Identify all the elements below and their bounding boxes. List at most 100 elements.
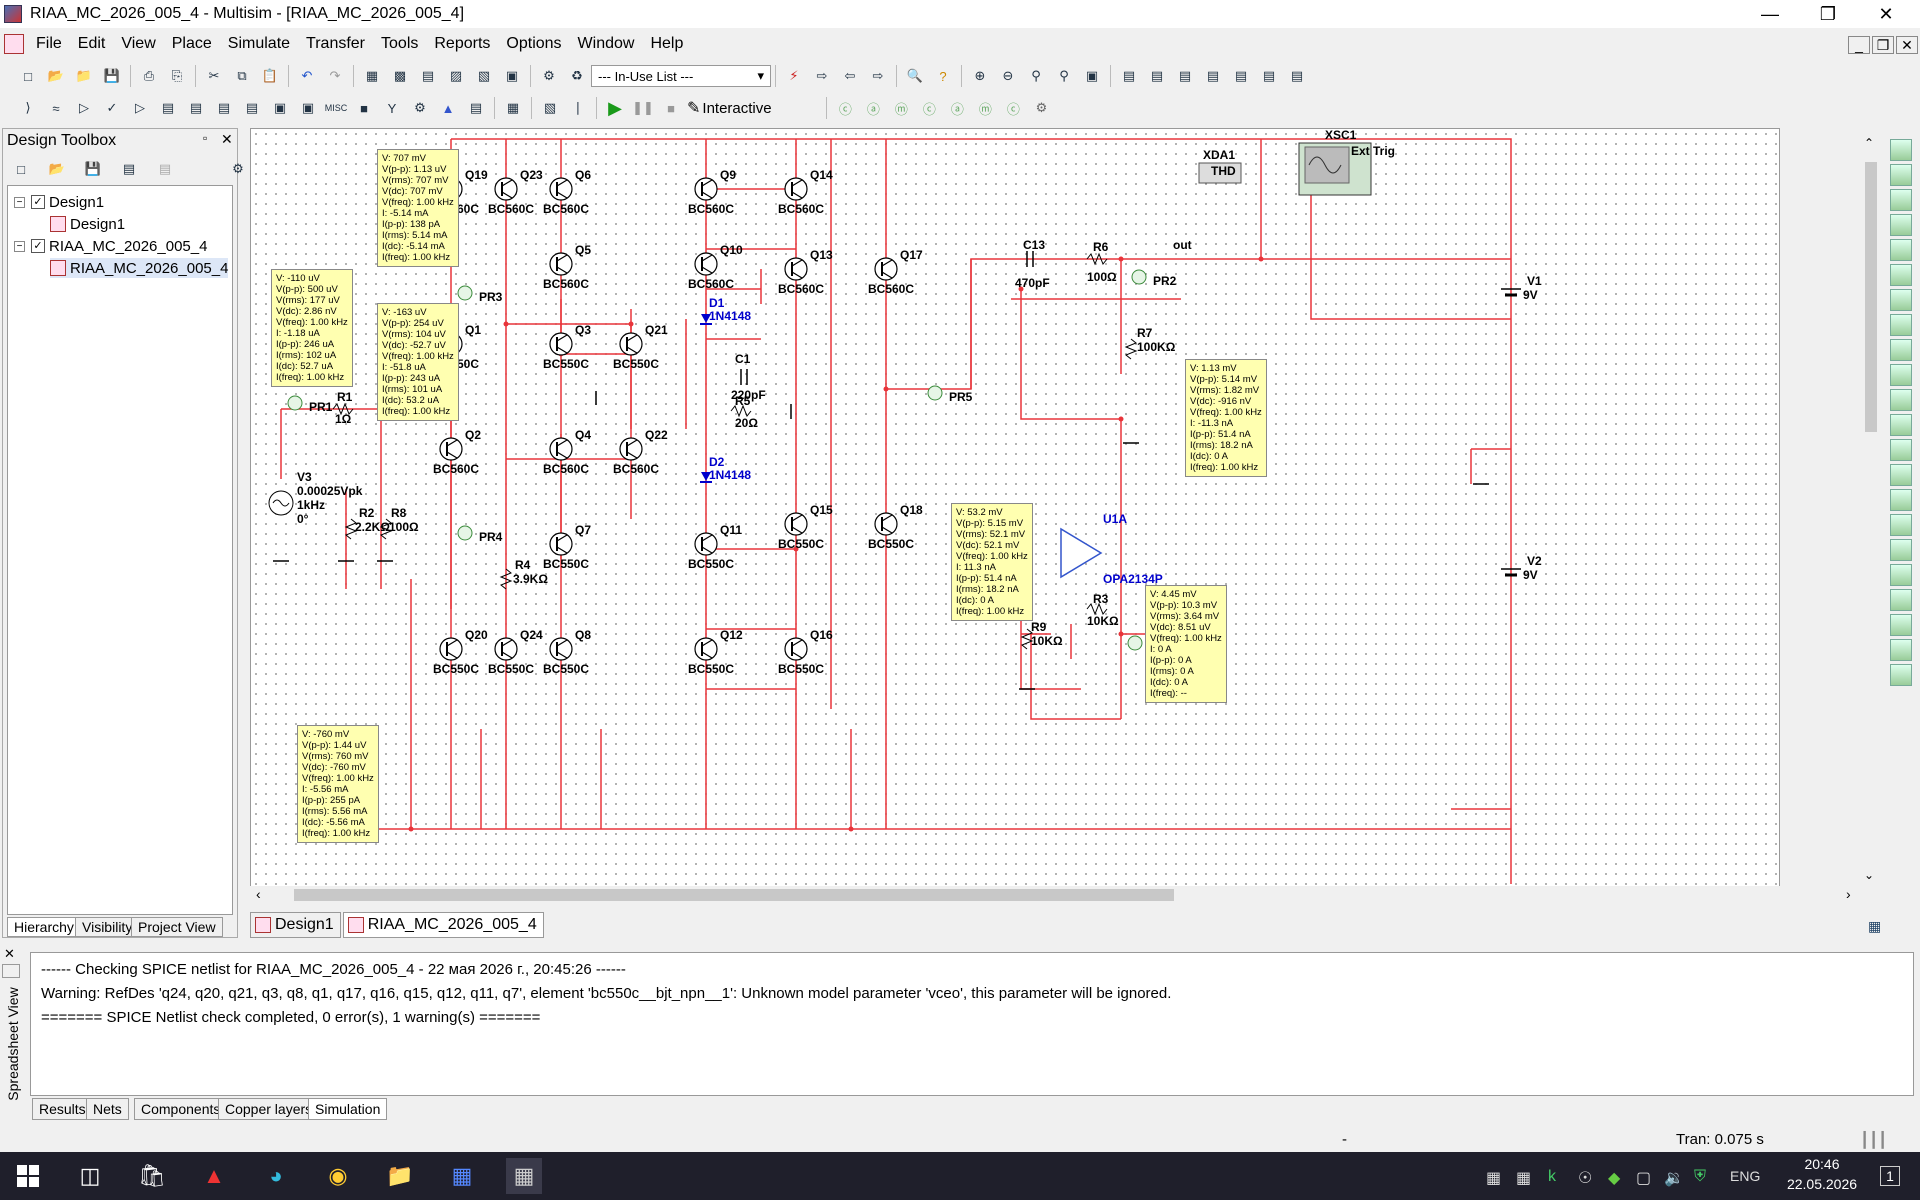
- scroll-right-icon[interactable]: ›: [1846, 886, 1851, 902]
- toolbox-close-icon[interactable]: ✕: [221, 131, 233, 147]
- bus-icon[interactable]: ▧: [543, 100, 557, 115]
- labview-icon[interactable]: [1890, 589, 1912, 611]
- menu-help[interactable]: Help: [650, 35, 684, 52]
- spreadsheet-pin-icon[interactable]: [2, 964, 20, 978]
- wattmeter-icon[interactable]: [1890, 189, 1912, 211]
- frequency-counter-icon[interactable]: ▤: [1262, 68, 1276, 83]
- tab-hierarchy[interactable]: Hierarchy: [7, 917, 81, 937]
- copy-icon[interactable]: ⧉: [237, 68, 247, 83]
- volume-icon[interactable]: 🔉: [1664, 1170, 1684, 1187]
- word-generator-icon[interactable]: ▤: [1290, 68, 1304, 83]
- save-design-icon[interactable]: 💾: [84, 161, 102, 176]
- agilent-fg-icon[interactable]: [1890, 489, 1912, 511]
- collapse-icon[interactable]: −: [14, 196, 25, 208]
- scroll-left-icon[interactable]: ‹: [256, 886, 261, 902]
- stop-icon[interactable]: ■: [667, 100, 675, 116]
- in-use-list-select[interactable]: --- In-Use List ---▾: [591, 65, 771, 87]
- tray-icon-1[interactable]: ▦: [1486, 1170, 1502, 1187]
- frequency-counter-icon[interactable]: [1890, 289, 1912, 311]
- spectrum-analyzer-icon[interactable]: [1890, 439, 1912, 461]
- function-gen-icon[interactable]: ▤: [1150, 68, 1164, 83]
- close-button[interactable]: ✕: [1878, 3, 1894, 24]
- bode-plotter-icon[interactable]: [1890, 264, 1912, 286]
- tab-components[interactable]: Components: [134, 1098, 228, 1120]
- erc-icon[interactable]: ▣: [505, 68, 519, 83]
- minimize-button[interactable]: —: [1761, 3, 1779, 24]
- connectors-icon[interactable]: ▲: [441, 100, 455, 116]
- multisim-app-icon[interactable]: [4, 5, 22, 23]
- word-generator-icon[interactable]: [1890, 314, 1912, 336]
- schematic-canvas[interactable]: Q19BC560CQ23BC560CQ6BC560CQ9BC560CQ14BC5…: [250, 128, 1780, 898]
- tektronix-scope-icon[interactable]: [1890, 564, 1912, 586]
- delete-sheet-icon[interactable]: ▤: [158, 161, 172, 176]
- tray-clock-icon[interactable]: ☉: [1578, 1170, 1593, 1187]
- full-screen-icon[interactable]: ▣: [1085, 68, 1099, 83]
- component-wizard-icon[interactable]: ⚙: [543, 68, 555, 83]
- agilent-mm-icon[interactable]: [1890, 514, 1912, 536]
- notification-icon[interactable]: 1: [1880, 1166, 1900, 1186]
- toggle-toolbox-icon[interactable]: ▦: [365, 68, 379, 83]
- vertical-scrollbar[interactable]: ⌃ ⌄: [1862, 128, 1880, 898]
- security-icon[interactable]: ⛨: [1694, 1168, 1707, 1185]
- interactive-label[interactable]: Interactive: [702, 99, 772, 117]
- multimeter-icon[interactable]: [1890, 139, 1912, 161]
- mdi-close-button[interactable]: ✕: [1896, 36, 1918, 54]
- tab-results[interactable]: Results: [32, 1098, 93, 1120]
- acrobat-icon[interactable]: ▲: [203, 1163, 225, 1188]
- probe-settings-icon[interactable]: ⚙: [1035, 100, 1048, 115]
- menu-edit[interactable]: Edit: [77, 35, 106, 52]
- indicator-icon[interactable]: ▣: [273, 100, 287, 115]
- power-icon[interactable]: ▣: [301, 100, 315, 115]
- tree-item-riaa[interactable]: −✓RIAA_MC_2026_005_4: [14, 236, 207, 256]
- source-icon[interactable]: ⟩: [25, 100, 31, 115]
- hier-block-icon[interactable]: ▦: [506, 100, 520, 115]
- hscroll-thumb[interactable]: [294, 889, 1174, 901]
- tray-icon-2[interactable]: ▦: [1516, 1170, 1532, 1187]
- multimeter-icon[interactable]: ▤: [1122, 68, 1136, 83]
- clock-time[interactable]: 20:46: [1804, 1156, 1840, 1172]
- mdi-minimize-button[interactable]: _: [1848, 36, 1870, 54]
- mcu-icon[interactable]: ▤: [469, 100, 483, 115]
- basic-icon[interactable]: ≈: [52, 100, 60, 116]
- redo-icon[interactable]: ↷: [329, 68, 341, 83]
- run-icon[interactable]: ▶: [608, 97, 622, 118]
- store-icon[interactable]: 🛍: [138, 1163, 166, 1188]
- app-icon[interactable]: ▦: [451, 1163, 473, 1188]
- document-icon[interactable]: [4, 34, 24, 54]
- kaspersky-icon[interactable]: k: [1548, 1168, 1556, 1185]
- analog-icon[interactable]: ▷: [135, 100, 145, 115]
- antenna-icon[interactable]: Y: [387, 100, 397, 116]
- open-icon[interactable]: 📂: [47, 68, 65, 83]
- spreadsheet-icon[interactable]: ▩: [393, 68, 407, 83]
- transistor-icon[interactable]: ✓: [106, 100, 118, 115]
- menu-options[interactable]: Options: [506, 35, 562, 52]
- erc-run-icon[interactable]: ⚡: [789, 68, 799, 83]
- misc-digital-icon[interactable]: ▤: [217, 100, 231, 115]
- file-explorer-icon[interactable]: 📁: [386, 1163, 414, 1188]
- undo-icon[interactable]: ↶: [301, 68, 313, 83]
- network-analyzer-icon[interactable]: [1890, 464, 1912, 486]
- checkbox-icon[interactable]: ✓: [31, 195, 45, 209]
- database-manager-icon[interactable]: ▤: [421, 68, 435, 83]
- diode-icon[interactable]: ▷: [79, 100, 89, 115]
- misc-icon[interactable]: MISC: [324, 103, 348, 113]
- zoom-fit-icon[interactable]: ⚲: [1059, 68, 1069, 83]
- tab-visibility[interactable]: Visibility: [75, 917, 140, 937]
- probe-current-icon[interactable]: ⓐ: [866, 101, 880, 117]
- restore-button[interactable]: ❐: [1819, 3, 1837, 24]
- rf-icon[interactable]: ■: [360, 100, 368, 116]
- new-design-icon[interactable]: □: [17, 161, 25, 177]
- chrome-icon[interactable]: ◉: [328, 1163, 348, 1188]
- menu-transfer[interactable]: Transfer: [306, 35, 366, 52]
- help-icon[interactable]: ?: [939, 68, 947, 84]
- probe-diff-icon[interactable]: ⓒ: [922, 101, 936, 117]
- transfer-icon[interactable]: ⇨: [816, 68, 828, 83]
- menu-file[interactable]: File: [36, 35, 62, 52]
- print-preview-icon[interactable]: ⎘: [171, 68, 183, 83]
- new-icon[interactable]: □: [24, 68, 32, 84]
- menu-window[interactable]: Window: [577, 35, 635, 52]
- menu-reports[interactable]: Reports: [434, 35, 491, 52]
- tab-copper-layers[interactable]: Copper layers: [218, 1098, 320, 1120]
- menu-simulate[interactable]: Simulate: [227, 35, 291, 52]
- four-channel-scope-icon[interactable]: [1890, 239, 1912, 261]
